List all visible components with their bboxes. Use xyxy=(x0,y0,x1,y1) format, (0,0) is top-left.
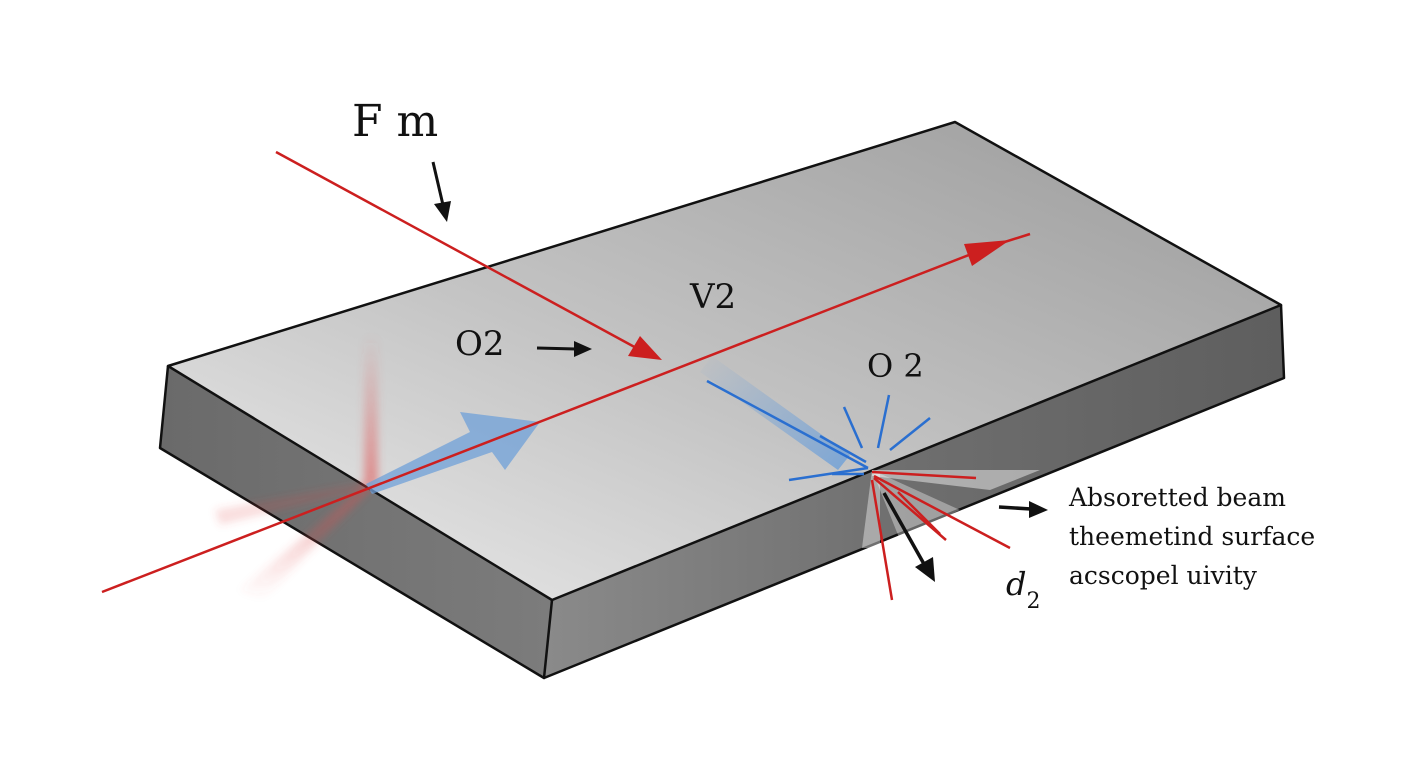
label-o2-left: O2 xyxy=(455,324,505,364)
label-v2: V2 xyxy=(690,277,737,317)
caption-line-1: Absoretted beam xyxy=(1069,483,1286,512)
label-d2: d2 xyxy=(1006,565,1040,613)
impact-zone xyxy=(788,394,1040,601)
slab-front-face xyxy=(544,305,1284,678)
blue-trail xyxy=(700,356,869,470)
label-fm: F m xyxy=(352,96,439,147)
caption-line-2: theemetind surface xyxy=(1069,522,1316,551)
label-d2-main: d xyxy=(1006,565,1027,603)
caption-text: Absoretted beam theemetind surface acsco… xyxy=(1069,478,1315,595)
incident-beam xyxy=(275,150,662,360)
incident-beam-arrowhead xyxy=(628,336,662,360)
main-beam-arrowhead xyxy=(964,240,1010,266)
arrow-d2 xyxy=(882,492,935,582)
entry-glow xyxy=(215,335,378,600)
label-o2-right: O 2 xyxy=(867,347,924,385)
arrow-fm xyxy=(431,161,451,222)
arrow-caption xyxy=(998,501,1048,518)
slab-left-face xyxy=(160,366,552,678)
label-d2-sub: 2 xyxy=(1026,589,1041,615)
main-laser-beam xyxy=(101,232,1031,594)
arrow-o2 xyxy=(536,341,592,357)
caption-line-3: acscopel uivity xyxy=(1069,561,1257,590)
